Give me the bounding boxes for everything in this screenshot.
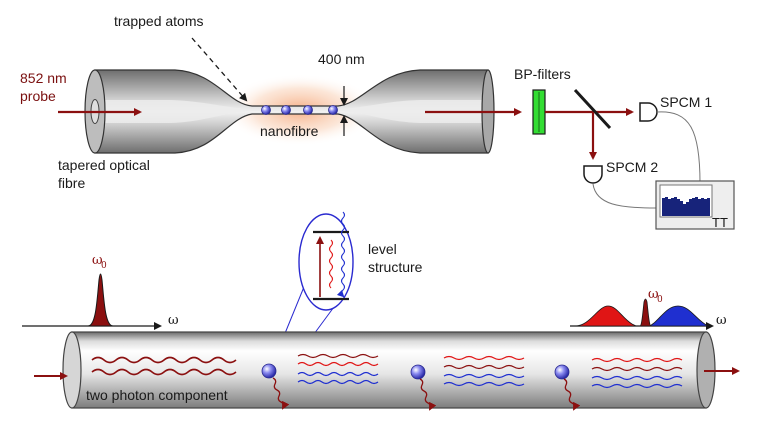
mixed-wave-red <box>591 357 683 363</box>
probe-label-line1: 852 nm <box>20 70 67 86</box>
mixed-wave-blue <box>443 373 525 379</box>
trapped-atom <box>281 105 291 115</box>
blue-sideband <box>648 305 709 327</box>
trapped-atom <box>303 105 313 115</box>
tube-left-end <box>62 331 82 409</box>
output-center-peak <box>639 298 652 327</box>
scattered-photon-wave <box>419 378 437 411</box>
scattered-photon-wave <box>563 378 581 411</box>
level-structure-label-line1: level <box>368 241 397 257</box>
tt-label: TT <box>712 215 728 230</box>
mixed-wave-blue <box>591 375 683 381</box>
trapped-atoms-pointer <box>191 37 248 102</box>
spcm2-detector-icon <box>583 165 603 184</box>
red-sideband <box>574 305 637 327</box>
two-photon-component-label: two photon component <box>86 387 228 403</box>
left-omega0-subscript: 0 <box>101 261 107 271</box>
left-omega0-label: ω <box>92 253 103 268</box>
spcm2-cable <box>592 183 657 209</box>
mixed-wave-blue <box>591 383 683 389</box>
diameter-label: 400 nm <box>318 51 365 67</box>
trapped-atoms-label: trapped atoms <box>114 13 204 29</box>
bp-filters-label: BP-filters <box>514 66 571 82</box>
atom-sphere-icon <box>410 364 426 380</box>
tapered-fibre-setup: 852 nm probe trapped atoms 400 nm nanofi… <box>20 13 522 191</box>
input-spectrum: ω 0 ω <box>22 253 179 330</box>
spcm1-detector-icon <box>639 102 658 122</box>
mixed-wave-darkred <box>297 353 379 359</box>
input-spectral-peak <box>87 273 114 327</box>
red-emission-wave <box>328 239 334 289</box>
level-structure-label-line2: structure <box>368 259 423 275</box>
blue-emission-wave <box>336 211 346 298</box>
propagation-tube: two photon component <box>34 331 740 411</box>
atom-sphere-icon <box>261 363 277 379</box>
mixed-wave-darkred <box>591 366 683 372</box>
level-structure-inset: level structure <box>269 211 423 373</box>
atom-sphere-icon <box>554 364 570 380</box>
input-photon-wave <box>91 368 237 376</box>
input-photon-wave <box>91 356 237 364</box>
left-omega-axis-label: ω <box>168 313 179 328</box>
detection-setup: BP-filters SPCM 1 SPCM 2 <box>514 66 735 230</box>
tube-body <box>71 331 707 409</box>
mixed-wave-blue <box>297 371 379 377</box>
nanofibre-label: nanofibre <box>260 123 319 139</box>
tapered-fibre-label-line1: tapered optical <box>58 157 150 173</box>
scattered-photon-wave <box>272 377 290 410</box>
tapered-fibre-label-line2: fibre <box>58 175 85 191</box>
mixed-wave-blue <box>443 381 525 387</box>
trapped-atom <box>328 105 338 115</box>
trapped-atom <box>261 105 271 115</box>
spcm2-label: SPCM 2 <box>606 159 658 175</box>
beam-splitter <box>573 88 612 130</box>
mixed-wave-red <box>443 355 525 361</box>
right-omega0-subscript: 0 <box>657 295 663 305</box>
probe-label-line2: probe <box>20 88 56 104</box>
spcm1-cable <box>656 111 701 184</box>
mixed-wave-red <box>297 361 379 367</box>
fibre-core <box>95 100 488 123</box>
mixed-wave-darkred <box>443 364 525 370</box>
right-omega-axis-label: ω <box>716 313 727 328</box>
spcm1-label: SPCM 1 <box>660 94 712 110</box>
output-spectrum: ω 0 ω <box>570 287 727 330</box>
inset-ellipse <box>298 213 354 311</box>
mixed-wave-blue <box>297 379 379 385</box>
histogram-trace <box>662 197 710 216</box>
right-omega0-label: ω <box>648 287 659 302</box>
